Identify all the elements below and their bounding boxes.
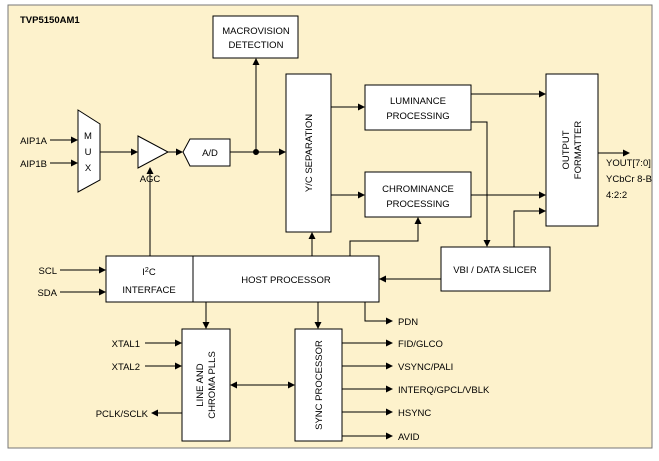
- i2c-label-sup: 2: [145, 267, 149, 274]
- output-formatter-label-1: OUTPUT: [561, 130, 572, 169]
- vbi-slicer-block: [440, 246, 551, 292]
- chrominance-label-2: PROCESSING: [386, 199, 449, 210]
- plls-block: [181, 328, 231, 442]
- ad-block: [182, 138, 231, 167]
- plls-label-1: LINE AND: [195, 363, 206, 406]
- output-formatter-label-2: FORMATTER: [573, 121, 584, 180]
- output-pdn-label: PDN: [398, 317, 418, 328]
- output-422-label: 4:2:2: [606, 190, 627, 201]
- i2c-label-base: I: [142, 267, 145, 278]
- input-sda-label: SDA: [37, 288, 57, 299]
- macrovision-label-1: MACROVISION: [222, 26, 290, 37]
- connection-lines: [50, 64, 624, 437]
- luminance-label-1: LUMINANCE: [390, 96, 446, 107]
- output-ycbcr-label: YCbCr 8-Bit: [606, 174, 657, 185]
- mux-label-u: U: [85, 147, 92, 158]
- i2c-label-tail: C: [149, 267, 156, 278]
- i2c-label-2: INTERFACE: [122, 285, 175, 296]
- input-xtal1-label: XTAL1: [112, 339, 140, 350]
- plls-label-2: CHROMA PLLS: [207, 351, 218, 419]
- mux-label-m: M: [84, 131, 92, 142]
- junction-dot: [253, 149, 259, 155]
- yc-separation-label: Y/C SEPARATION: [304, 114, 315, 192]
- sync-processor-block: [294, 328, 343, 442]
- chip-title: TVP5150AM1: [20, 15, 80, 26]
- input-scl-label: SCL: [39, 266, 57, 277]
- output-avid-label: AVID: [398, 432, 420, 443]
- chrominance-label-1: CHROMINANCE: [382, 184, 454, 195]
- luminance-block: [364, 84, 472, 131]
- output-pclk-label: PCLK/SCLK: [96, 409, 149, 420]
- input-xtal2-label: XTAL2: [112, 362, 140, 373]
- input-aip1a-label: AIP1A: [20, 136, 48, 147]
- output-fid-label: FID/GLCO: [398, 339, 443, 350]
- mux-block: [77, 109, 101, 193]
- ad-label: A/D: [202, 148, 218, 159]
- luminance-label-2: PROCESSING: [386, 111, 449, 122]
- output-formatter-block: [545, 73, 599, 227]
- chrominance-block: [364, 171, 472, 218]
- output-hsync-label: HSYNC: [398, 408, 431, 419]
- yc-separation-block: [285, 73, 332, 233]
- output-yout-label: YOUT[7:0]: [606, 158, 651, 169]
- vbi-slicer-label: VBI / DATA SLICER: [453, 265, 537, 276]
- sync-processor-label: SYNC PROCESSOR: [314, 340, 325, 430]
- input-aip1b-label: AIP1B: [20, 159, 47, 170]
- macrovision-block: [212, 15, 299, 59]
- host-processor-label: HOST PROCESSOR: [241, 275, 331, 286]
- arrowheads: [71, 58, 630, 440]
- i2c-label-1: I2C: [142, 267, 156, 278]
- output-interq-label: INTERQ/GPCL/VBLK: [398, 385, 490, 396]
- host-processor-block: [192, 255, 380, 303]
- macrovision-label-2: DETECTION: [229, 40, 284, 51]
- mux-label-x: X: [85, 163, 92, 174]
- output-vsync-label: VSYNC/PALI: [398, 362, 453, 373]
